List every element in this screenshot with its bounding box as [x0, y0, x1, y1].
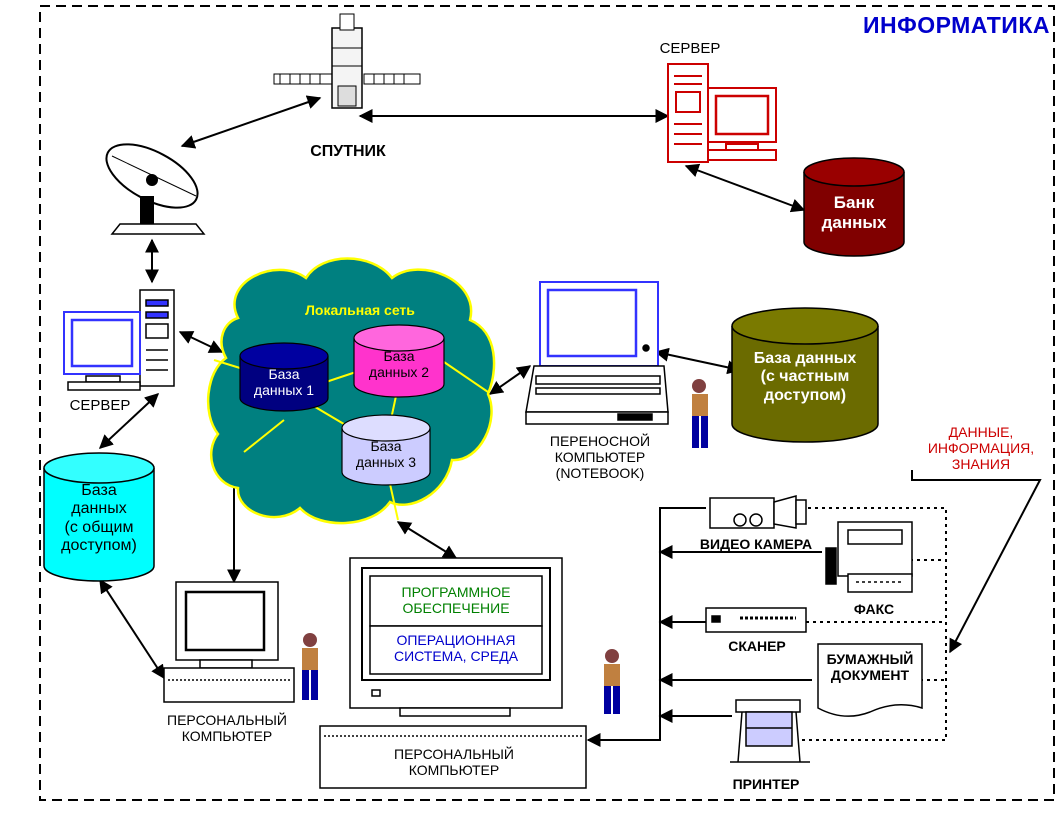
notebook-icon — [525, 281, 669, 425]
pc-center-label: ПЕРСОНАЛЬНЫЙ КОМПЬЮТЕР — [394, 746, 514, 779]
video-camera-icon — [709, 495, 807, 529]
db2-cylinder — [353, 324, 445, 398]
db3-cylinder — [341, 414, 431, 486]
dotted-lines — [800, 507, 947, 741]
server-top-icon — [667, 63, 777, 163]
software-label: ПРОГРАММНОЕ ОБЕСПЕЧЕНИЕ — [401, 584, 511, 617]
scanner-label: СКАНЕР — [728, 638, 786, 654]
video-camera-label: ВИДЕО КАМЕРА — [699, 536, 813, 552]
db2-label: База данных 2 — [368, 348, 430, 381]
lan-label: Локальная сеть — [305, 302, 415, 318]
fax-icon — [825, 521, 913, 593]
public-database-cylinder — [43, 452, 155, 582]
bank-database-cylinder — [803, 157, 905, 257]
server-left-label: СЕРВЕР — [69, 397, 131, 414]
public-db-label: База данных (с общим доступом) — [61, 482, 137, 555]
fax-label: ФАКС — [853, 601, 895, 617]
notebook-label: ПЕРЕНОСНОЙ КОМПЬЮТЕР (NOTEBOOK) — [549, 433, 651, 482]
server-top-label: СЕРВЕР — [659, 40, 721, 57]
bank-label: Банк данных — [821, 193, 887, 232]
person-icon — [604, 649, 620, 714]
private-db-label: База данных (с частным доступом) — [753, 350, 857, 404]
pc-left-icon — [163, 581, 295, 703]
page-title: ИНФОРМАТИКА — [862, 12, 1050, 38]
satellite-icon — [273, 13, 421, 109]
printer-label: ПРИНТЕР — [732, 776, 800, 792]
printer-icon — [730, 699, 810, 763]
paper-document-label: БУМАЖНЫЙ ДОКУМЕНТ — [826, 651, 914, 684]
connection-lines — [98, 95, 1042, 747]
person-icon — [302, 633, 318, 700]
private-database-cylinder — [731, 307, 879, 443]
pc-left-label: ПЕРСОНАЛЬНЫЙ КОМПЬЮТЕР — [167, 712, 287, 745]
outer-frame — [39, 5, 1055, 801]
local-network-cloud — [206, 257, 496, 525]
db3-label: База данных 3 — [355, 438, 417, 471]
db1-label: База данных 1 — [253, 366, 315, 399]
person-icon — [692, 379, 708, 448]
satellite-label: СПУТНИК — [310, 143, 386, 160]
data-info-label: ДАННЫЕ, ИНФОРМАЦИЯ, ЗНАНИЯ — [927, 424, 1035, 473]
os-label: ОПЕРАЦИОННАЯ СИСТЕМА, СРЕДА — [393, 632, 519, 665]
db1-cylinder — [239, 342, 329, 412]
scanner-icon — [705, 607, 807, 633]
server-left-icon — [63, 289, 175, 391]
pc-center-icon — [319, 557, 587, 789]
paper-document-icon — [817, 643, 923, 717]
satellite-dish-icon — [105, 143, 206, 235]
